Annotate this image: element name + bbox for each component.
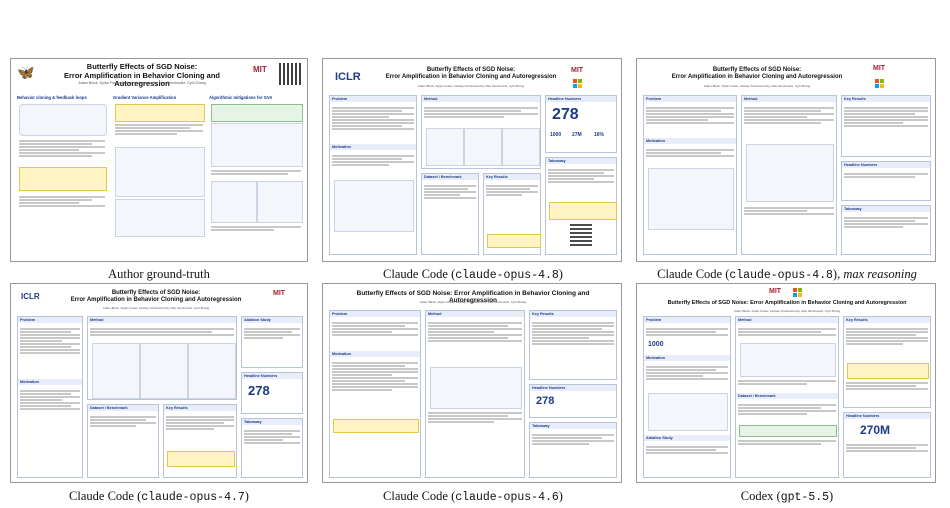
feedback-loop-diagram — [19, 104, 107, 136]
panel-claude-opus-4-6: Butterfly Effects of SGD Noise: Error Am… — [322, 283, 632, 504]
gva-evidence-figure — [115, 199, 205, 237]
caption-claude-opus-4-6: Claude Code (claude-opus-4.6) — [383, 489, 563, 504]
microsoft-logo-icon — [793, 288, 802, 297]
mitigation-figure — [211, 123, 303, 167]
caption-claude-opus-4-7: Claude Code (claude-opus-4.7) — [69, 489, 249, 504]
poster-thumbnail: Butterfly Effects of SGD Noise:Error Amp… — [636, 58, 936, 262]
section-heading-bc: Behavior cloning & feedback loops — [17, 95, 87, 100]
poster-thumbnail: ICLR Butterfly Effects of SGD Noise:Erro… — [10, 283, 308, 483]
question-highlight — [19, 167, 107, 191]
section-heading-gva: Gradient Variance Amplification — [113, 95, 177, 100]
qr-code-icon — [279, 63, 301, 85]
caption-claude-opus-4-8-max: Claude Code (claude-opus-4.8), max reaso… — [657, 267, 917, 282]
qr-code-icon — [570, 224, 592, 246]
panel-codex-gpt-5-5: MIT Butterfly Effects of SGD Noise: Erro… — [636, 283, 946, 504]
poster-title: Butterfly Effects of SGD Noise:Error Amp… — [385, 67, 557, 80]
poster-title: Butterfly Effects of SGD Noise:Error Amp… — [64, 62, 220, 89]
mit-logo: MIT — [571, 67, 584, 74]
caption-claude-opus-4-8: Claude Code (claude-opus-4.8) — [383, 267, 563, 282]
headline-number: 270M — [860, 423, 891, 437]
caption-author-ground-truth: Author ground-truth — [108, 267, 210, 281]
poster-title: Butterfly Effects of SGD Noise:Error Amp… — [671, 67, 843, 80]
poster-title: Butterfly Effects of SGD Noise:Error Amp… — [70, 290, 242, 303]
panel-claude-opus-4-7: ICLR Butterfly Effects of SGD Noise:Erro… — [10, 283, 320, 504]
mit-logo: MIT — [769, 288, 782, 295]
poster-title: Butterfly Effects of SGD Noise: Error Am… — [667, 300, 907, 306]
mit-logo: MIT — [873, 65, 886, 72]
poster-thumbnail: Butterfly Effects of SGD Noise: Error Am… — [322, 283, 622, 483]
iclr-logo: ICLR — [335, 71, 361, 83]
poster-thumbnail: 🦋 Butterfly Effects of SGD Noise:Error A… — [10, 58, 308, 262]
poster-thumbnail: MIT Butterfly Effects of SGD Noise: Erro… — [636, 283, 936, 483]
panel-claude-opus-4-8-max: Butterfly Effects of SGD Noise:Error Amp… — [636, 58, 946, 282]
iclr-logo: ICLR — [21, 292, 40, 301]
poster-authors: Adam Block, Dylan Foster, Akshay Krishna… — [78, 81, 206, 85]
section-heading-algo: Algorithmic mitigations for GVA — [209, 95, 273, 100]
mit-logo: MIT — [273, 290, 286, 297]
poster-title: Butterfly Effects of SGD Noise: Error Am… — [356, 290, 590, 305]
panel-author-ground-truth: 🦋 Butterfly Effects of SGD Noise:Error A… — [10, 58, 320, 281]
microsoft-logo-icon — [875, 79, 884, 88]
poster-thumbnail: ICLR Butterfly Effects of SGD Noise:Erro… — [322, 58, 622, 262]
mit-logo: MIT — [253, 65, 267, 74]
panel-claude-opus-4-8: ICLR Butterfly Effects of SGD Noise:Erro… — [322, 58, 632, 282]
butterfly-logo-icon: 🦋 — [17, 64, 35, 80]
headline-number: 278 — [552, 106, 579, 123]
microsoft-logo-icon — [573, 79, 582, 88]
caption-codex-gpt-5-5: Codex (gpt-5.5) — [740, 489, 834, 504]
gva-figure — [115, 147, 205, 197]
